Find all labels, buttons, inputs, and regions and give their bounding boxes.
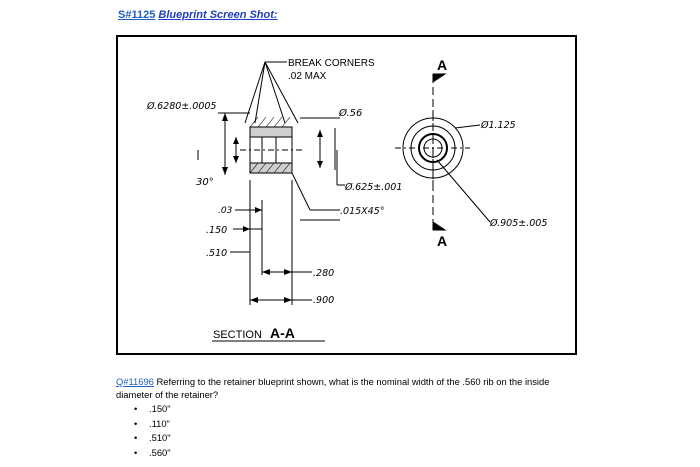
answer-text: .110" — [149, 417, 170, 429]
answer-text: .560" — [149, 446, 171, 458]
heading-id-link[interactable]: S#1125 — [118, 9, 156, 21]
answer-option[interactable]: • .510" — [134, 431, 171, 446]
answer-option[interactable]: • .150" — [134, 402, 171, 417]
label-section-mark-top: A — [437, 57, 447, 73]
bullet-icon: • — [134, 446, 138, 458]
label-dim-280: .280 — [313, 268, 334, 279]
bullet-icon: • — [134, 417, 138, 429]
answer-option[interactable]: • .110" — [134, 417, 171, 432]
end-view — [395, 75, 491, 225]
question-block: Q#11696 Referring to the retainer bluepr… — [116, 375, 586, 401]
answer-text: .510" — [149, 432, 171, 443]
answer-text: .150" — [149, 403, 171, 414]
section-part — [240, 116, 305, 174]
blueprint-frame — [116, 35, 577, 355]
page-heading: S#1125 Blueprint Screen Shot: — [118, 9, 278, 21]
question-text: Referring to the retainer blueprint show… — [116, 376, 550, 400]
label-section-prefix: SECTION — [213, 329, 262, 341]
bullet-icon: • — [134, 432, 138, 443]
label-max-note: .02 MAX — [288, 71, 327, 82]
answer-list: • .150" • .110" • .510" • .560" — [134, 402, 171, 460]
label-section-mark-bottom: A — [437, 233, 447, 249]
label-dim-150: .150 — [206, 225, 227, 236]
arrowheads — [222, 113, 323, 303]
label-dim-510: .510 — [206, 248, 227, 259]
label-dia-rib: Ø.56 — [338, 107, 362, 119]
label-section-glyph: A-A — [270, 325, 295, 341]
horizontal-dimensions — [230, 150, 345, 305]
answer-option[interactable]: • .560" — [134, 446, 171, 461]
label-dim-900: .900 — [313, 295, 334, 306]
label-dia-905: Ø.905±.005 — [489, 218, 547, 229]
bullet-icon: • — [134, 403, 138, 414]
label-dia-bore: Ø.6280±.0005 — [146, 101, 216, 112]
label-angle: 30° — [196, 177, 214, 188]
question-id-link[interactable]: Q#11696 — [116, 376, 154, 387]
section-arrows — [432, 73, 447, 231]
label-dia-1125: Ø1.125 — [480, 120, 516, 131]
label-dia-625: Ø.625±.001 — [344, 182, 402, 193]
label-dim-03: .03 — [218, 206, 233, 216]
label-break-corners: BREAK CORNERS — [288, 58, 375, 69]
heading-title: Blueprint Screen Shot: — [158, 9, 278, 21]
label-chamfer: .015X45° — [340, 206, 385, 217]
